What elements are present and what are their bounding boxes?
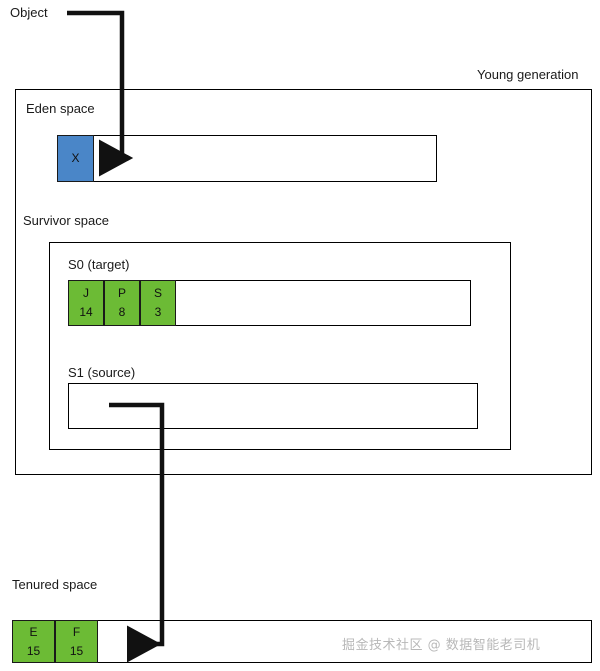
tenured-object-name: F — [72, 624, 81, 639]
tenured-object-age: 15 — [26, 643, 41, 658]
survivor-space-label: Survivor space — [23, 213, 109, 228]
tenured-object-age: 15 — [69, 643, 84, 658]
tenured-object-block[interactable]: F 15 — [55, 620, 98, 663]
s0-object-block[interactable]: S 3 — [140, 280, 176, 326]
survivor-space-box — [49, 242, 511, 450]
eden-object-name: X — [71, 151, 80, 166]
tenured-object-block[interactable]: E 15 — [12, 620, 55, 663]
s0-object-block[interactable]: J 14 — [68, 280, 104, 326]
tenured-space-label: Tenured space — [12, 577, 98, 592]
s1-box — [68, 383, 478, 429]
eden-space-label: Eden space — [26, 101, 95, 116]
young-generation-box — [15, 89, 592, 475]
tenured-object-name: E — [29, 624, 38, 639]
s0-object-age: 14 — [79, 305, 93, 319]
s0-object-age: 8 — [118, 305, 126, 319]
object-label: Object — [10, 5, 48, 20]
eden-object-block[interactable]: X — [57, 135, 94, 182]
young-generation-label: Young generation — [477, 67, 579, 82]
s0-object-name: J — [83, 286, 89, 301]
s0-object-name: S — [153, 286, 162, 301]
watermark-text: 掘金技术社区 @ 数据智能老司机 — [342, 638, 541, 653]
s1-label: S1 (source) — [68, 365, 136, 380]
s0-label: S0 (target) — [68, 257, 130, 272]
eden-space-box — [57, 135, 437, 182]
s0-object-age: 3 — [154, 305, 162, 319]
s0-object-block[interactable]: P 8 — [104, 280, 140, 326]
s0-object-name: P — [117, 286, 126, 301]
